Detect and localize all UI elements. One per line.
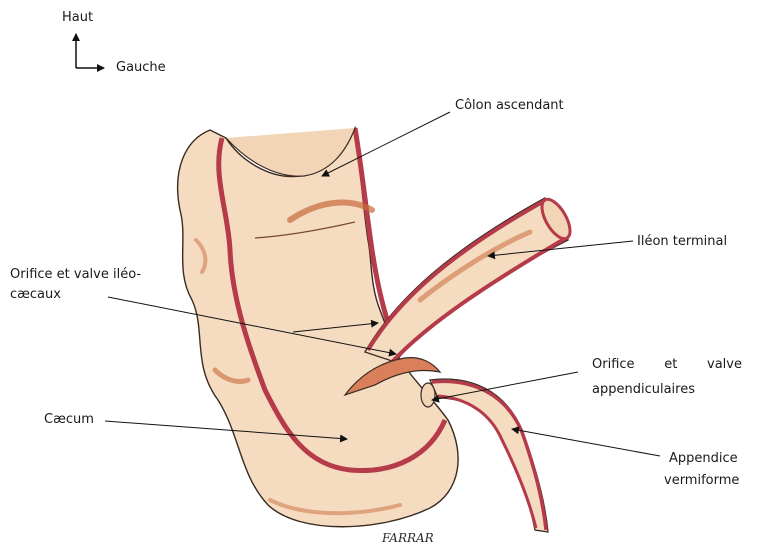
label-colon: Côlon ascendant bbox=[455, 96, 564, 115]
left-label: Gauche bbox=[116, 58, 166, 77]
label-ileocecal-line1: Orifice et valve iléo- bbox=[10, 265, 141, 284]
ileum-tube bbox=[365, 195, 576, 362]
label-appendix-line2: vermiforme bbox=[664, 471, 739, 490]
artist-signature: FARRAR bbox=[381, 531, 434, 545]
label-appendix-line1: Appendice bbox=[669, 449, 738, 468]
leader-appendix bbox=[512, 429, 660, 456]
label-appendicular-line1: Orifice et valve bbox=[592, 355, 742, 374]
appendicular-orifice bbox=[421, 383, 435, 407]
label-ileocecal-line2: cæcaux bbox=[10, 285, 61, 304]
ileum-body bbox=[365, 198, 568, 362]
up-label: Haut bbox=[62, 8, 93, 27]
label-cecum: Cæcum bbox=[44, 410, 94, 429]
orientation-axes bbox=[76, 34, 104, 68]
label-ileum: Iléon terminal bbox=[637, 232, 727, 251]
label-appendicular-line2: appendiculaires bbox=[592, 380, 695, 399]
